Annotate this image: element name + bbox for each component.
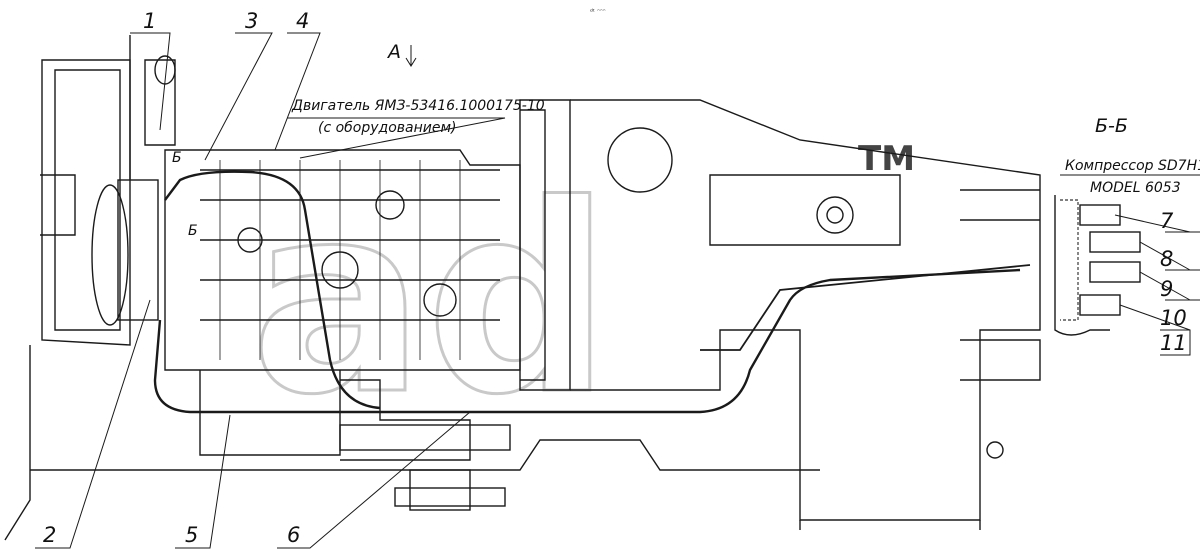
fan-block (117, 179, 159, 321)
compressor-label-line1: Компрессор SD7H15 (1065, 158, 1200, 174)
pulley-4 (423, 283, 457, 317)
compressor-section-outline (1054, 195, 1110, 336)
expansion-tank (144, 59, 176, 146)
compressor-bolt-8 (1089, 231, 1141, 253)
callout-4: 4 (296, 9, 309, 33)
hose-line-4 (164, 170, 381, 410)
compressor-bolt-9 (1089, 261, 1141, 283)
transmission-port-inner (826, 206, 844, 224)
mount-bracket (409, 469, 471, 511)
engine-label-line1: Двигатель ЯМЗ-53416.1000175-10 (291, 98, 545, 114)
mount-base (394, 487, 506, 507)
leader-1 (130, 32, 171, 131)
callout-10: 10 (1160, 306, 1187, 330)
transmission-port (816, 196, 854, 234)
leader-2 (35, 299, 151, 549)
assembly-lines (4, 35, 1141, 541)
callout-6: 6 (287, 523, 300, 547)
callout-5: 5 (185, 523, 198, 547)
compressor-hatch (1060, 199, 1079, 321)
section-label: Б-Б (1095, 115, 1128, 137)
transmission-panel (709, 174, 901, 246)
callout-1: 1 (143, 9, 156, 33)
leader-7 (1114, 214, 1191, 233)
engine-label-line2: (с оборудованием) (318, 120, 457, 136)
view-label: А (386, 41, 401, 63)
leader-11 (1160, 329, 1191, 356)
compressor-bolt-10 (1079, 294, 1121, 316)
rear-legs (799, 520, 981, 530)
compressor-bolt-7 (1079, 204, 1121, 226)
callout-3: 3 (245, 9, 258, 33)
pulley-3 (237, 227, 263, 253)
callout-11: 11 (1160, 331, 1187, 355)
pulley-2 (375, 190, 405, 220)
section-mark-b-bottom: Б (188, 223, 198, 239)
housing-flange (520, 109, 546, 381)
section-mark-b-top: Б (172, 150, 182, 166)
leader-9 (1139, 271, 1191, 301)
leader-4 (274, 32, 321, 151)
leader-8 (1139, 241, 1191, 271)
sump-extension (340, 379, 471, 461)
leader-10 (1119, 304, 1191, 331)
fan-shroud (91, 184, 129, 326)
callout-8: 8 (1160, 247, 1173, 271)
top-mark: ᵈᵗ ᵔᵔᵔ (590, 8, 606, 16)
engine-ribs (200, 169, 500, 321)
callout-7: 7 (1160, 209, 1174, 233)
engine-detail (219, 160, 461, 360)
compressor-label-line2: MODEL 6053 (1090, 180, 1181, 196)
callout-9: 9 (1160, 277, 1173, 301)
transmission-housing (570, 99, 1041, 521)
leader-5 (175, 414, 231, 549)
inspection-cover (607, 127, 673, 193)
hose-line-6 (700, 264, 1031, 351)
rear-bracket (960, 339, 1041, 381)
radiator-bracket (40, 174, 76, 236)
leader-lines (35, 32, 1200, 549)
leader-6 (277, 411, 471, 549)
rear-bolt (986, 441, 1004, 459)
radiator-inner (54, 69, 121, 331)
callout-underlines (1165, 231, 1200, 301)
leader-3 (204, 32, 273, 161)
radiator-housing (41, 59, 131, 346)
pulley-1 (321, 251, 359, 289)
view-arrow (405, 45, 417, 67)
watermark: ad (250, 150, 612, 452)
left-frame-edge (4, 345, 31, 541)
rear-detail (960, 189, 1040, 221)
trademark-mark: TM (858, 139, 915, 179)
leader-engine (287, 117, 506, 159)
callout-2: 2 (43, 523, 56, 547)
